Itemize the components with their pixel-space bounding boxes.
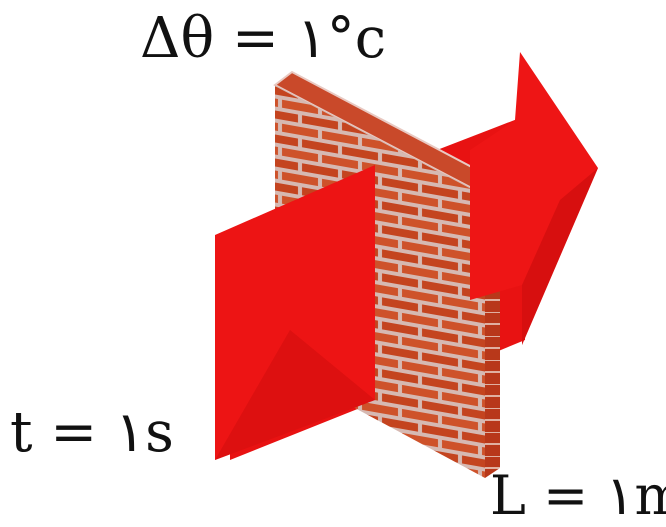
temperature-difference-label: Δθ = ١°c bbox=[140, 6, 386, 71]
length-label: L = ١m bbox=[490, 464, 666, 527]
time-label: t = ١s bbox=[10, 400, 174, 465]
